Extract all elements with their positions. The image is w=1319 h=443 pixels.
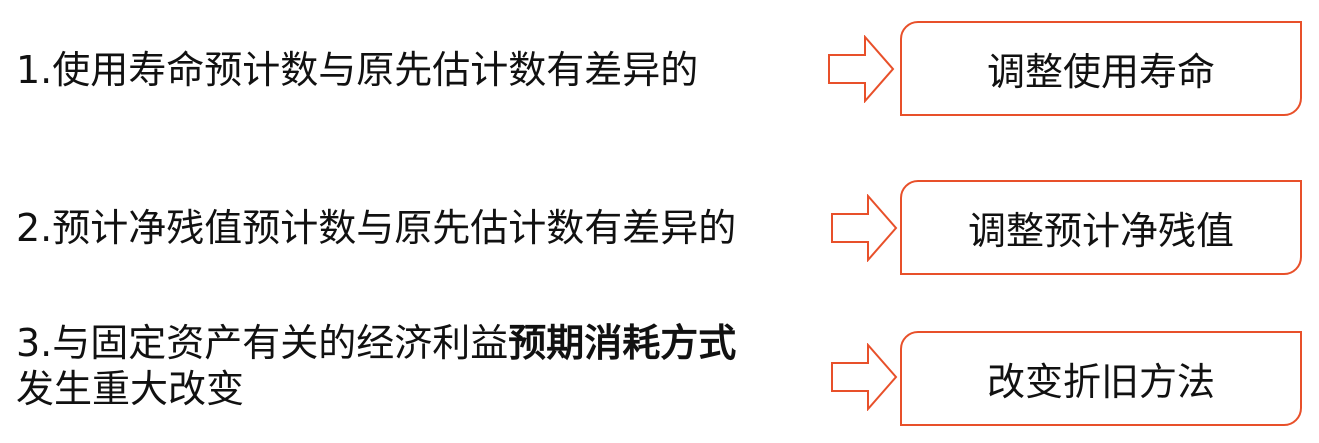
right-arrow-icon [828,35,895,103]
condition-2-text: 2.预计净残值预计数与原先估计数有差异的 [16,206,737,250]
action-box-3: 改变折旧方法 [900,331,1302,426]
condition-1-text: 1.使用寿命预计数与原先估计数有差异的 [16,48,699,92]
right-arrow-icon [831,343,898,411]
action-box-2: 调整预计净残值 [900,180,1302,275]
right-arrow-icon [831,194,898,262]
action-2-text: 调整预计净残值 [967,209,1234,253]
condition-3: 3.与固定资产有关的经济利益预期消耗方式 发生重大改变 [16,320,736,412]
action-1-text: 调整使用寿命 [986,50,1215,94]
condition-3-emphasis: 预期消耗方式 [508,321,737,365]
condition-3-line2: 发生重大改变 [16,367,245,411]
condition-2: 2.预计净残值预计数与原先估计数有差异的 [16,205,736,251]
action-box-1: 调整使用寿命 [900,21,1302,116]
condition-1: 1.使用寿命预计数与原先估计数有差异的 [16,47,698,93]
condition-3-text: 3.与固定资产有关的经济利益 [16,321,509,365]
action-3-text: 改变折旧方法 [986,360,1215,404]
